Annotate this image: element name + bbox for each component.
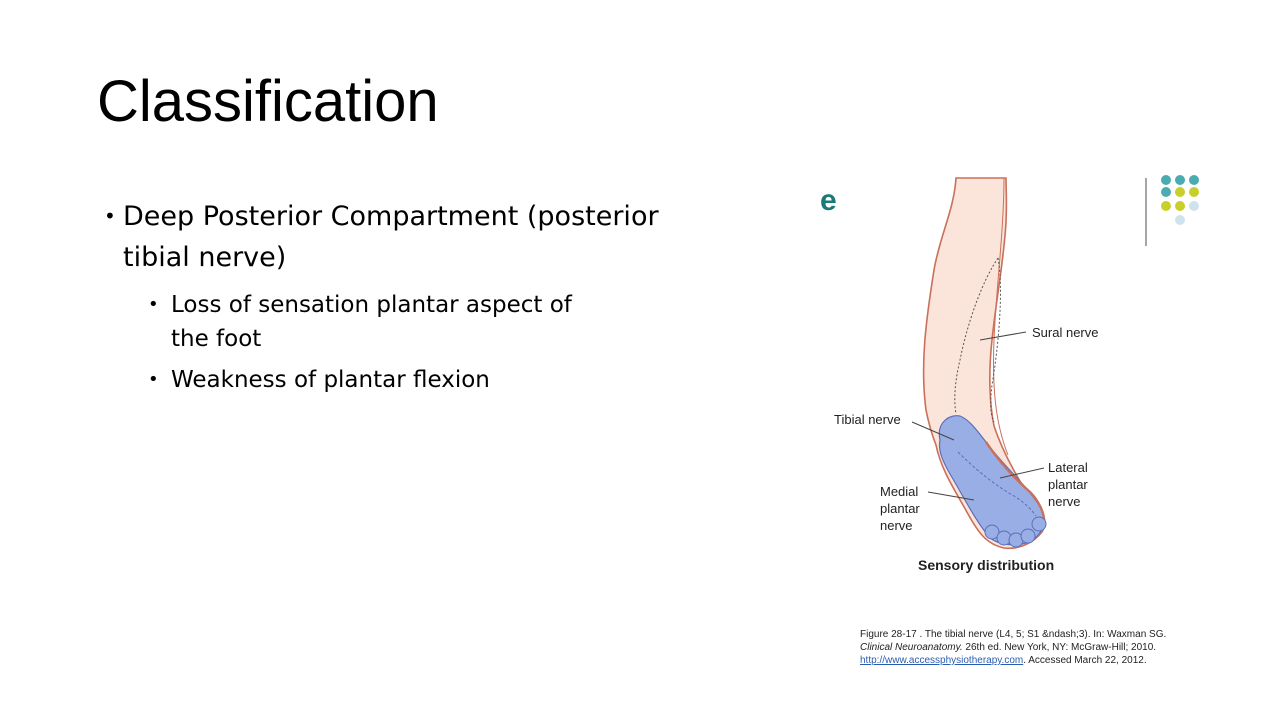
dot-icon bbox=[1189, 201, 1199, 211]
dot-icon bbox=[1189, 187, 1199, 197]
caption-edition: 26th ed. New York, NY: McGraw-Hill; 2010… bbox=[962, 642, 1157, 653]
dot-icon bbox=[1175, 187, 1185, 197]
label-medial-plantar-line1: Medial bbox=[880, 484, 918, 499]
lateral-plantar-strip bbox=[985, 441, 1046, 521]
dot-icon bbox=[1175, 215, 1185, 225]
toes bbox=[984, 516, 1047, 548]
label-tibial-nerve: Tibial nerve bbox=[834, 412, 901, 427]
bullet-dot-icon: • bbox=[148, 369, 159, 390]
leg-contour bbox=[993, 177, 1009, 456]
label-lateral-plantar-line3: nerve bbox=[1048, 494, 1081, 509]
sural-nerve-region bbox=[954, 257, 1001, 423]
figure-caption: Figure 28-17 . The tibial nerve (L4, 5; … bbox=[860, 628, 1220, 667]
bullet-item: • Deep Posterior Compartment (posterior … bbox=[104, 196, 664, 278]
leader-line bbox=[999, 467, 1045, 479]
label-lateral-plantar-line1: Lateral bbox=[1048, 460, 1088, 475]
bullet-text: Deep Posterior Compartment (posterior ti… bbox=[123, 201, 659, 273]
bullet-list: • Deep Posterior Compartment (posterior … bbox=[104, 196, 664, 404]
sub-bullet-item: • Loss of sensation plantar aspect of th… bbox=[104, 288, 611, 356]
caption-accessed: . Accessed March 22, 2012. bbox=[1023, 655, 1147, 666]
dot-icon bbox=[1175, 175, 1185, 185]
caption-line-1: Figure 28-17 . The tibial nerve (L4, 5; … bbox=[860, 629, 1167, 640]
sub-bullet-item: • Weakness of plantar flexion bbox=[104, 363, 611, 397]
decorative-dots bbox=[1145, 175, 1199, 246]
label-lateral-plantar-line2: plantar bbox=[1048, 477, 1088, 492]
caption-source-link[interactable]: http://www.accessphysiotherapy.com bbox=[860, 655, 1024, 666]
leader-line bbox=[927, 491, 975, 501]
dot-icon bbox=[1161, 201, 1171, 211]
leader-line bbox=[911, 421, 955, 441]
label-sural-nerve: Sural nerve bbox=[1032, 325, 1098, 340]
label-medial-plantar-line2: plantar bbox=[880, 501, 920, 516]
dot-icon bbox=[1161, 175, 1171, 185]
caption-book-title: Clinical Neuroanatomy. bbox=[860, 642, 963, 653]
bullet-dot-icon: • bbox=[104, 204, 116, 228]
bullet-text: Loss of sensation plantar aspect of the … bbox=[171, 292, 572, 352]
dot-icon bbox=[1175, 201, 1185, 211]
dot-icon bbox=[1161, 187, 1171, 197]
dot-icon bbox=[1189, 175, 1199, 185]
nerve-diagram: e bbox=[820, 175, 1199, 573]
label-medial-plantar-line3: nerve bbox=[880, 518, 913, 533]
caption-line-3: http://www.accessphysiotherapy.com. Acce… bbox=[860, 654, 1220, 667]
leader-line bbox=[979, 331, 1027, 341]
figure-title: Sensory distribution bbox=[918, 557, 1054, 573]
slide-title: Classification bbox=[97, 69, 439, 134]
figure-stub-letter: e bbox=[820, 184, 837, 217]
bullet-text: Weakness of plantar flexion bbox=[171, 367, 490, 393]
bullet-dot-icon: • bbox=[148, 294, 159, 315]
caption-line-2: Clinical Neuroanatomy. 26th ed. New York… bbox=[860, 641, 1220, 654]
plantar-division-line bbox=[957, 451, 1037, 517]
tibial-nerve-figure: e bbox=[808, 170, 1208, 680]
